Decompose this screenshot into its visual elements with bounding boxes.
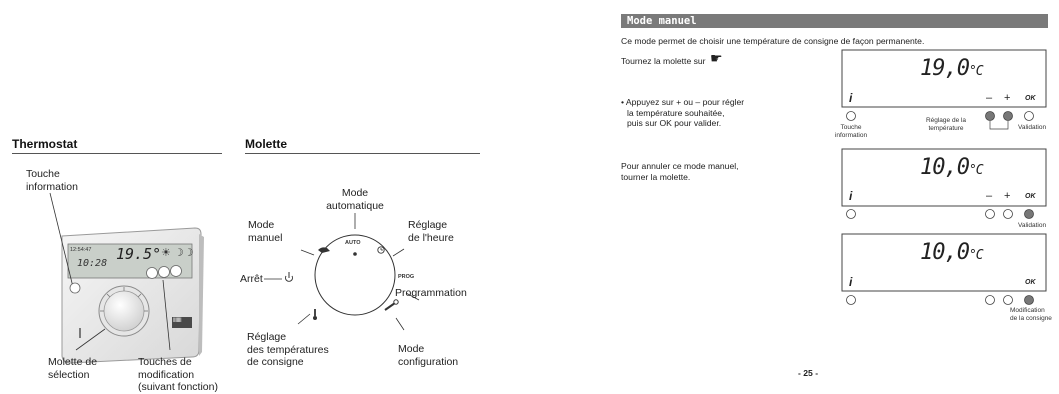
ok-3: OK — [1025, 279, 1036, 286]
mode-configuration-label: Mode configuration — [398, 343, 459, 368]
sun-moon-icon: ☀ ☽☽ — [161, 247, 194, 259]
mode-manuel-intro: Ce mode permet de choisir une températur… — [621, 36, 925, 46]
lcd1-temperature: 19,0°C — [920, 56, 984, 81]
modification-consigne-small: Modification de la consigne — [1010, 307, 1052, 322]
plus-2: + — [1004, 190, 1011, 202]
reglage-temperatures-label: Réglage des températures de consigne — [247, 331, 329, 368]
reglage-temperature-small: Réglage de la température — [925, 117, 967, 132]
mode-manuel-label: Mode manuel — [248, 219, 283, 244]
device-temperature: 19.5° — [116, 245, 162, 263]
info-i-1: i — [849, 91, 853, 105]
lcd3-temperature: 10,0°C — [920, 240, 984, 265]
ok-1: OK — [1025, 95, 1036, 102]
info-i-2: i — [849, 189, 853, 203]
validation-small-1: Validation — [1018, 124, 1047, 131]
mode-automatique-label: Mode automatique — [326, 187, 384, 212]
annuler-text: Pour annuler ce mode manuel, tourner la … — [621, 161, 739, 182]
plus-1: + — [1004, 92, 1011, 104]
ok-2: OK — [1025, 193, 1036, 200]
thermostat-title: Thermostat — [12, 137, 78, 151]
minus-2: – — [986, 190, 993, 202]
device-clock: 10:28 — [77, 258, 108, 269]
programmation-label: Programmation — [395, 287, 467, 299]
molette-selection-label: Molette de sélection — [48, 356, 98, 381]
mode-manuel-header: Mode manuel — [621, 14, 1048, 28]
molette-rule — [245, 153, 480, 154]
minus-1: – — [986, 92, 993, 104]
device-logo: IIIIIII — [173, 318, 182, 324]
info-i-3: i — [849, 275, 853, 289]
thermostat-rule — [12, 153, 222, 154]
lcd2-temperature: 10,0°C — [920, 155, 984, 180]
tournez-text: Tournez la molette sur — [621, 56, 706, 66]
hand-icon: ☛ — [710, 50, 723, 66]
touche-information-small: Touche information — [834, 124, 868, 139]
page-number: - 25 - — [798, 368, 819, 378]
arret-label: Arrêt — [240, 273, 263, 285]
molette-title: Molette — [245, 137, 287, 151]
bullet-instructions: • Appuyez sur + ou – pour régler la temp… — [621, 97, 745, 128]
touches-modification-label: Touches de modification (suivant fonctio… — [138, 356, 218, 393]
validation-small-2: Validation — [1018, 222, 1047, 229]
reglage-heure-label: Réglage de l'heure — [408, 219, 454, 244]
dial-prog-label: PROG — [398, 274, 415, 280]
device-clock-small: 12:54:47 — [70, 247, 92, 253]
touche-information-label: Touche information — [26, 168, 78, 193]
dial-auto-label: AUTO — [345, 240, 361, 246]
